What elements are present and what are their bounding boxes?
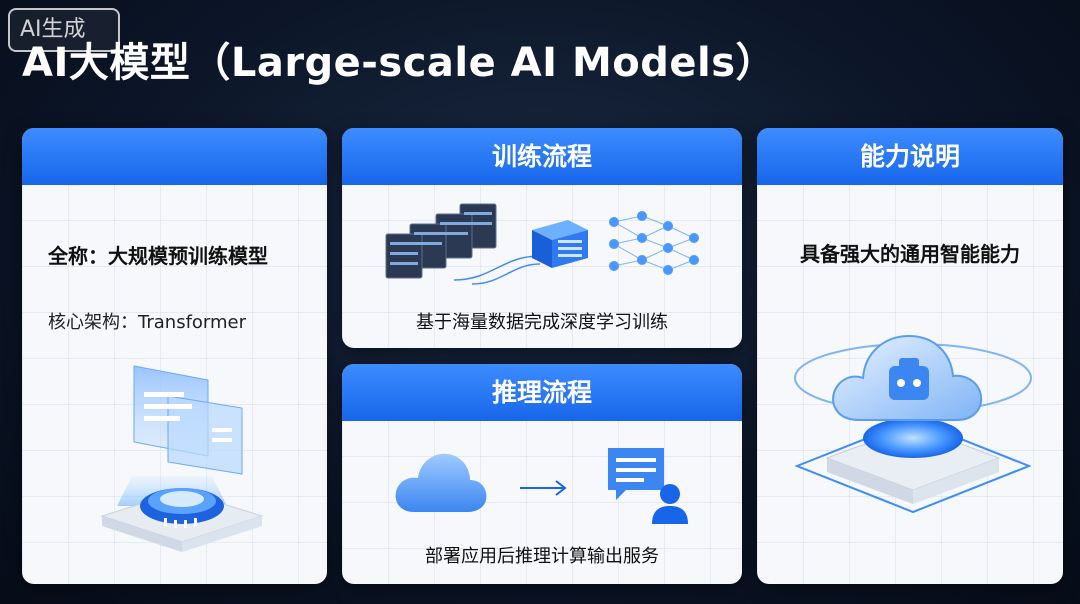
ai-generated-badge: AI生成 [8,8,120,52]
neural-network-icon [609,211,699,275]
connection-lines [453,255,541,285]
capability-card: 能力说明 具备强大的通用智能能力 [757,128,1063,584]
inference-card: 推理流程 部署应用后推理计算输出服务 [342,364,742,584]
overview-card: 全称：大规模预训练模型 核心架构：Transformer [22,128,327,584]
core-architecture-text: 核心架构：Transformer [48,312,247,333]
processor-icon [532,220,588,268]
capability-card-header: 能力说明 [757,128,1063,185]
training-card: 训练流程 [342,128,742,348]
training-card-header: 训练流程 [342,128,742,185]
page-title: AI大模型（Large-scale AI Models） [22,40,777,86]
cloud-icon [395,453,487,512]
ai-chip-hologram-icon [100,365,264,552]
full-name-text: 全称：大规模预训练模型 [48,244,268,268]
server-rack-icon [385,203,497,279]
overview-card-header [22,128,327,185]
arrow-right-icon [520,480,567,496]
inference-caption: 部署应用后推理计算输出服务 [425,546,659,567]
capability-text: 具备强大的通用智能能力 [800,242,1020,266]
inference-card-header: 推理流程 [342,364,742,421]
cloud-robot-icon [794,334,1032,514]
chat-user-icon [608,448,688,524]
training-caption: 基于海量数据完成深度学习训练 [416,312,668,333]
